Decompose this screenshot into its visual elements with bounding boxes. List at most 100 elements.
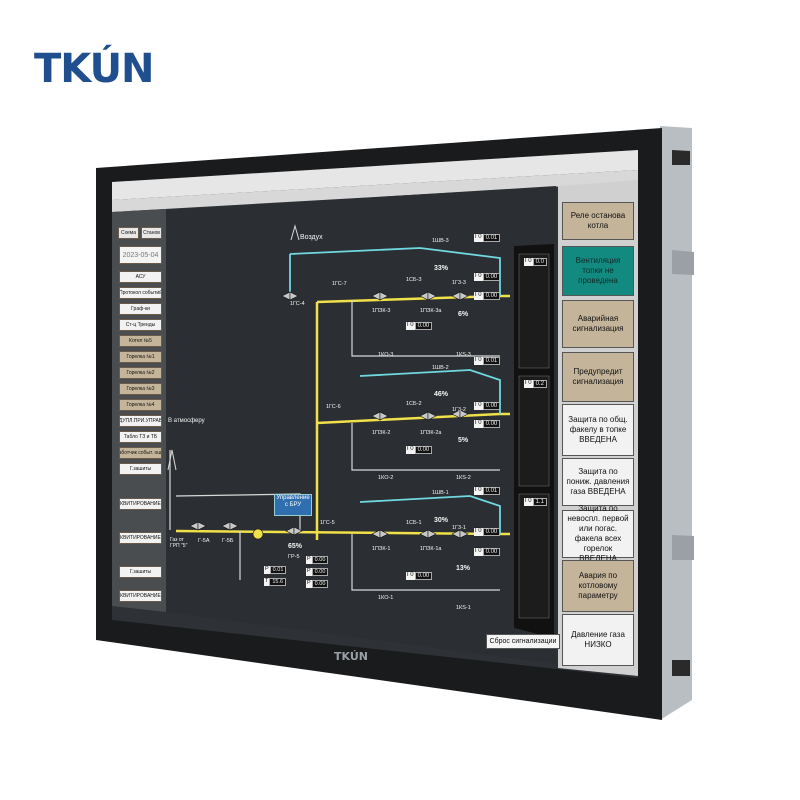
readout-value: 15.6	[269, 578, 287, 586]
percent-shv3: 33%	[434, 265, 449, 272]
sidebar-button-6[interactable]: Горелка №1	[119, 351, 162, 363]
alarm-button-1[interactable]: Реле останова котла	[562, 202, 634, 240]
tab-stations[interactable]: Станов	[141, 227, 162, 239]
readout-tag: Г0	[474, 528, 483, 536]
air-label: Воздух	[300, 234, 323, 241]
gauge-column	[514, 244, 554, 638]
sidebar-button-2[interactable]: Протокол событий	[119, 287, 162, 299]
sidebar-button-8[interactable]: Горелка №3	[119, 383, 162, 395]
alarm-label: Защита по невоспл. первой или погас. фак…	[567, 504, 629, 563]
alarm-button-6[interactable]: Защита по пониж. давления газа ВВЕДЕНА	[562, 458, 634, 506]
readout-value: 0.00	[482, 548, 501, 556]
valve-label-v1pzk1: 1ПЗК-1	[372, 546, 391, 552]
sidebar-button-3[interactable]: Граф-ки	[119, 303, 162, 315]
readout-value: 0.01	[482, 357, 501, 365]
valve-label-v1sb2: 1СБ-2	[406, 401, 422, 407]
sidebar-button-9[interactable]: Горелка №4	[119, 399, 162, 411]
sidebar-status-4[interactable]: КВИТИРОВАНИЕ	[119, 590, 162, 602]
readout-tag: Г0	[474, 357, 483, 365]
alarm-label: Предупредит сигнализация	[572, 367, 624, 386]
percent-g1: 13%	[456, 565, 471, 572]
readout-value: 0.00	[482, 292, 501, 300]
valve-label-v1ko1: 1КО-1	[378, 595, 394, 601]
alarm-button-4[interactable]: Предупредит сигнализация	[562, 352, 634, 402]
bru-control-button[interactable]: Управление с БРУ	[274, 494, 312, 516]
sidebar-button-7[interactable]: Горелка №2	[119, 367, 162, 379]
readout-tag: Г0	[406, 322, 415, 330]
valve-label-gr5: ГР-5	[288, 554, 300, 560]
readout-value: 0.00	[311, 556, 329, 564]
readout-tag: Г0	[406, 446, 415, 454]
tab-scheme[interactable]: Схема	[118, 227, 139, 239]
readout-value: 0.00	[482, 420, 501, 428]
valve-label-v1ko3: 1КО-3	[378, 352, 394, 358]
readout-value: 0.01	[482, 234, 501, 242]
valve-label-v1pzk3: 1ПЗК-3	[372, 308, 391, 314]
alarm-label: Вентиляция топки не проведена	[575, 256, 621, 285]
valve-label-v1ks1: 1КS-1	[456, 605, 471, 611]
valve-label-v1shv3: 1ШВ-3	[432, 238, 449, 244]
atmosphere-label: В атмосферу	[168, 418, 205, 424]
valve-label-g5b: Г-5Б	[222, 538, 234, 544]
valve-label-v1gs4: 1ГС-4	[290, 301, 305, 307]
readout-tag: Г0	[474, 420, 483, 428]
gauge-value: 1.1	[532, 498, 547, 506]
readout-tag: Г0	[474, 487, 483, 495]
gauge-tag: Г0	[524, 380, 533, 388]
percent-shv2: 46%	[434, 391, 449, 398]
valve-label-v1sb3: 1СБ-3	[406, 277, 422, 283]
sidebar-button-5[interactable]: Котел №5	[119, 335, 162, 347]
percent-g3: 6%	[458, 311, 469, 318]
readout-value: 0.00	[482, 402, 501, 410]
readout-value: 0.00	[482, 273, 501, 281]
sidebar-status-2[interactable]: КВИТИРОВАНИЕ	[119, 532, 162, 544]
percent-gr5: 65%	[288, 543, 303, 550]
readout-tag: Г0	[474, 292, 483, 300]
gas-inlet-label: Газ от ГРП "5"	[170, 537, 188, 549]
alarm-button-3[interactable]: Аварийная сигнализация	[562, 300, 634, 348]
readout-tag: Г0	[474, 402, 483, 410]
alarm-label: Давление газа НИЗКО	[571, 630, 625, 649]
sidebar-button-1[interactable]: АСУ	[119, 271, 162, 283]
readout-value: 0.01	[269, 566, 287, 574]
alarm-label: Реле останова котла	[570, 211, 626, 230]
valve-label-v1pzk1a: 1ПЗК-1а	[420, 546, 442, 552]
valve-label-v1gs5: 1ГС-5	[320, 520, 335, 526]
sidebar-button-10[interactable]: ДУПЛ.ПРИ.УПРАВ	[119, 415, 162, 427]
alarm-button-9[interactable]: Давление газа НИЗКО	[562, 614, 634, 666]
valve-label-v1ks3: 1КS-3	[456, 352, 471, 358]
sidebar-button-13[interactable]: Г.зашиты	[119, 463, 162, 475]
reset-alarm-button[interactable]: Сброс сигнализации	[486, 634, 560, 649]
alarm-button-5[interactable]: Защита по общ. факелу в топке ВВЕДЕНА	[562, 404, 634, 456]
brand-logo: TKÚN	[34, 46, 155, 92]
sidebar-button-11[interactable]: Табло ТЗ и ТБ	[119, 431, 162, 443]
sidebar-status-3[interactable]: Г.зашиты	[119, 566, 162, 578]
readout-tag: Р	[306, 580, 312, 588]
readout-tag: Г0	[474, 548, 483, 556]
valve-label-v1g2: 1Г3-2	[452, 407, 466, 413]
alarm-button-2[interactable]: Вентиляция топки не проведена	[562, 246, 634, 296]
valve-label-v1pzk2: 1ПЗК-2	[372, 430, 391, 436]
percent-shv1: 30%	[434, 517, 449, 524]
sidebar-status-1[interactable]: КВИТИРОВАНИЕ	[119, 498, 162, 510]
readout-value: 0.00	[414, 446, 433, 454]
alarm-button-8[interactable]: Авария по котловому параметру	[562, 560, 634, 612]
scheme-panel	[166, 186, 556, 664]
sidebar-button-4[interactable]: Ст-ц Тренды	[119, 319, 162, 331]
alarm-button-7[interactable]: Защита по невоспл. первой или погас. фак…	[562, 504, 634, 563]
sidebar-button-12[interactable]: Обработчик событ. ошибок	[119, 447, 162, 459]
